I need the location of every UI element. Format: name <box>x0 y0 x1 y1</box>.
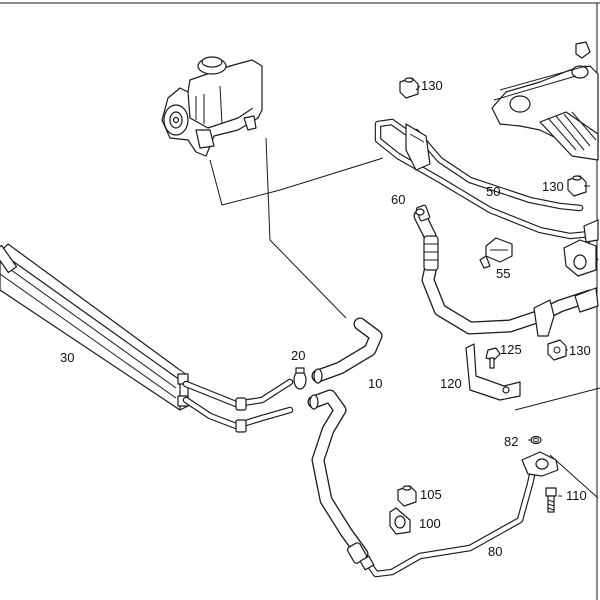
nut-105 <box>397 485 417 507</box>
bracket-120 <box>465 343 521 401</box>
nut-130-lower <box>547 339 567 361</box>
suction-hose-10 <box>311 317 383 384</box>
callout-50: 50 <box>486 184 500 199</box>
callout-30: 30 <box>60 350 74 365</box>
callout-110: 110 <box>566 488 587 503</box>
callout-82: 82 <box>504 434 518 449</box>
return-line-fitting <box>521 435 559 477</box>
clamp-100 <box>389 507 411 535</box>
callout-130-lower: 130 <box>569 343 591 358</box>
callout-numbers: 10 20 30 50 55 60 80 82 100 105 110 120 … <box>60 78 591 559</box>
callout-10: 10 <box>368 376 382 391</box>
rack-hose-holder <box>563 219 599 277</box>
callout-130-top: 130 <box>421 78 443 93</box>
steering-rack <box>491 41 599 161</box>
hose-holder-bracket <box>533 299 555 337</box>
cooler-tubes <box>182 378 294 433</box>
callout-120: 120 <box>440 376 462 391</box>
callout-80: 80 <box>488 544 502 559</box>
assembly-leader-lines <box>209 137 600 499</box>
callout-125: 125 <box>500 342 522 357</box>
hose-clamp-20 <box>293 367 307 390</box>
callout-100: 100 <box>419 516 441 531</box>
rack-return-tube <box>374 118 594 240</box>
power-steering-pump <box>161 56 263 157</box>
oil-cooler <box>0 243 189 411</box>
callout-leaders <box>415 85 590 497</box>
sealing-ring-60 <box>415 208 425 216</box>
screw-125 <box>485 347 501 369</box>
nut-130-top <box>399 77 419 99</box>
callout-130-right: 130 <box>542 179 564 194</box>
nut-130-right <box>567 175 587 197</box>
callout-60: 60 <box>391 192 405 207</box>
banjo-bolt-110 <box>545 487 557 513</box>
return-line-80 <box>307 389 538 578</box>
hose-clip-55 <box>479 237 513 269</box>
callout-55: 55 <box>496 266 510 281</box>
callout-20: 20 <box>291 348 305 363</box>
callout-105: 105 <box>420 487 442 502</box>
